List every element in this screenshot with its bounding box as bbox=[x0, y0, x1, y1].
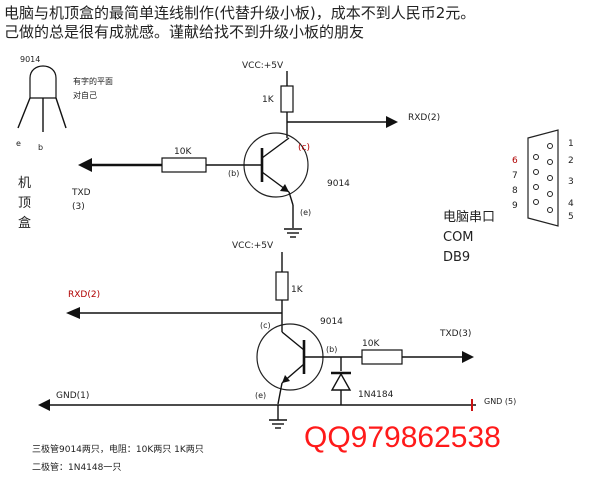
db9-pin-6: 6 bbox=[512, 156, 518, 166]
top-r-base-label: 10K bbox=[174, 147, 192, 157]
bottom-r-collector-label: 1K bbox=[291, 285, 304, 295]
bottom-txd-arrow-icon bbox=[462, 351, 474, 363]
db9-label: 电脑串口 bbox=[443, 210, 495, 225]
bottom-r-base bbox=[361, 349, 403, 365]
qq-watermark: QQ979862538 bbox=[304, 421, 501, 454]
sketch-pin-b: b bbox=[38, 143, 43, 152]
bottom-pin-e: (e) bbox=[255, 391, 266, 400]
sketch-note-1: 有字的平面 bbox=[73, 76, 113, 86]
stb-txd-pin: (3) bbox=[72, 202, 85, 212]
db9-pin-5: 5 bbox=[568, 212, 574, 222]
title-line-2: 己做的总是很有成就感。谨献给找不到升级小板的朋友 bbox=[4, 23, 364, 41]
gnd-stb-label: GND(1) bbox=[56, 391, 89, 401]
sketch-part-label: 9014 bbox=[20, 55, 40, 64]
top-rxd-label: RXD(2) bbox=[408, 113, 440, 123]
title-line-1: 电脑与机顶盒的最简单连线制作(代替升级小板)，成本不到人民币2元。 bbox=[4, 4, 475, 22]
bottom-rxd-arrow-icon bbox=[66, 307, 80, 319]
gnd-stb-arrow-icon bbox=[38, 399, 50, 411]
db9-model: DB9 bbox=[443, 250, 470, 265]
top-pin-c: (c) bbox=[298, 143, 310, 153]
bottom-r-collector bbox=[275, 271, 289, 301]
sketch-pin-e: e bbox=[16, 139, 21, 148]
gnd-pc-label: GND (5) bbox=[484, 397, 516, 406]
diode-label: 1N4184 bbox=[358, 390, 394, 400]
top-pin-b: (b) bbox=[228, 169, 239, 178]
bottom-rxd-label: RXD(2) bbox=[68, 290, 100, 300]
bottom-txd-label: TXD(3) bbox=[439, 329, 471, 339]
stb-char-1: 机 bbox=[18, 176, 31, 191]
db9-shell-icon bbox=[527, 129, 559, 227]
top-r-collector bbox=[280, 85, 294, 113]
top-txd-arrow-icon bbox=[78, 158, 92, 172]
top-r-collector-label: 1K bbox=[262, 95, 275, 105]
top-vcc-label: VCC:+5V bbox=[242, 61, 284, 71]
bottom-r-base-label: 10K bbox=[362, 339, 380, 349]
top-transistor-label: 9014 bbox=[327, 179, 350, 189]
bom-line-1: 三极管9014两只，电阻：10K两只 1K两只 bbox=[32, 443, 204, 455]
stb-char-3: 盒 bbox=[18, 215, 31, 231]
sketch-lead-e bbox=[17, 97, 31, 129]
sketch-lead-c bbox=[55, 97, 67, 129]
db9-pin-9: 9 bbox=[512, 201, 518, 211]
bottom-pin-c: (c) bbox=[260, 321, 271, 330]
top-rxd-arrow-icon bbox=[386, 116, 398, 128]
top-r-base bbox=[161, 157, 207, 173]
stb-label: 机 顶 盒 TXD (3) bbox=[18, 176, 91, 231]
db9-pin-1: 1 bbox=[568, 139, 574, 149]
bottom-vcc-label: VCC:+5V bbox=[232, 241, 274, 251]
bom-line-2: 二极管：1N4148一只 bbox=[32, 461, 121, 473]
db9-type: COM bbox=[443, 230, 474, 245]
db9-pin-2: 2 bbox=[568, 156, 574, 166]
transistor-body-icon bbox=[29, 65, 57, 99]
stb-char-2: 顶 bbox=[18, 196, 31, 211]
sketch-note-2: 对自己 bbox=[73, 90, 97, 100]
db9-pin-3: 3 bbox=[568, 177, 574, 187]
stb-txd-label: TXD bbox=[71, 188, 91, 198]
bottom-pin-b: (b) bbox=[326, 345, 337, 354]
db9-connector: 6 7 8 9 1 2 3 4 5 电脑串口 COM DB9 bbox=[443, 129, 574, 265]
bottom-transistor-label: 9014 bbox=[320, 317, 343, 327]
db9-pin-4: 4 bbox=[568, 199, 574, 209]
diode-symbol-icon bbox=[330, 372, 352, 391]
transistor-sketch: 9014 e b 有字的平面 对自己 bbox=[16, 55, 113, 152]
bottom-circuit: VCC:+5V 1K RXD(2) (c) (b) (e) 9014 10K T… bbox=[38, 241, 516, 429]
top-circuit: VCC:+5V 1K RXD(2) (c) (b) (e) 9014 10K bbox=[78, 61, 440, 238]
db9-pin-8: 8 bbox=[512, 186, 518, 196]
db9-pin-7: 7 bbox=[512, 171, 518, 181]
top-pin-e: (e) bbox=[300, 208, 311, 217]
